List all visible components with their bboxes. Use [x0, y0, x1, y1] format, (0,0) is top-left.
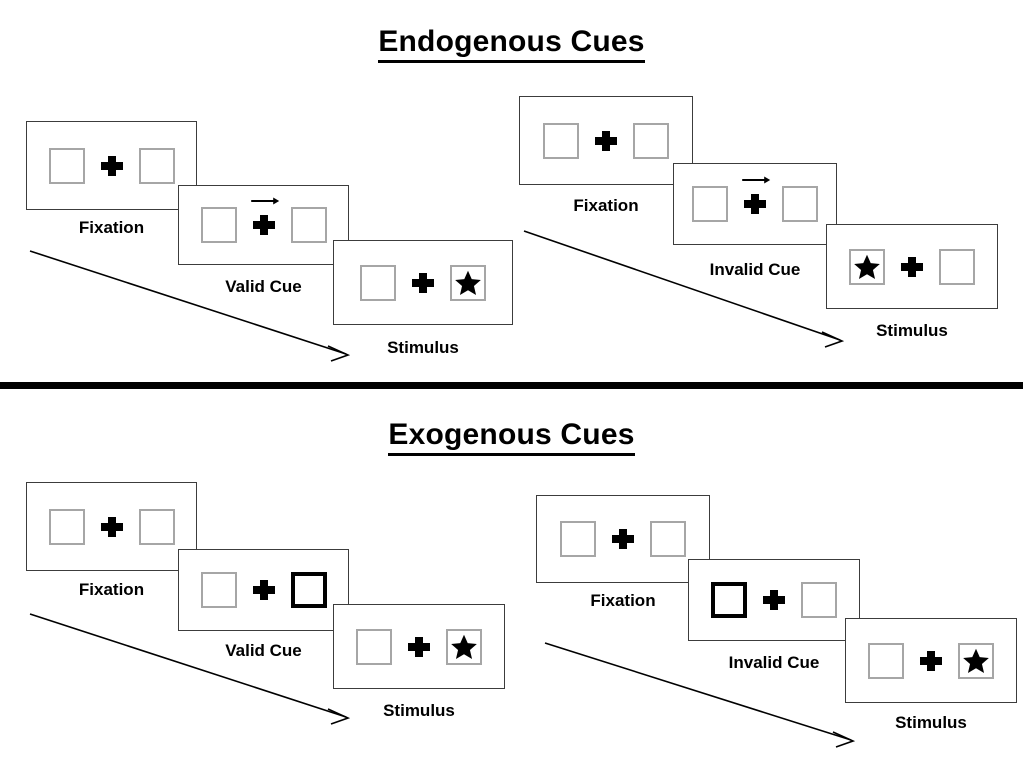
caption-endogenous-invalid-fixation: Fixation — [573, 196, 639, 215]
plus-icon — [100, 153, 123, 179]
star-icon — [451, 634, 477, 659]
section-title-exogenous-text: Exogenous Cues — [388, 418, 635, 456]
plus-icon — [901, 254, 923, 280]
diagonal-arrow-icon — [29, 250, 351, 362]
caption-endogenous-invalid-cue: Invalid Cue — [709, 260, 801, 279]
caption-exogenous-valid-stimulus: Stimulus — [383, 701, 455, 720]
stimulus-box-right — [939, 248, 975, 285]
section-title-endogenous: Endogenous Cues — [0, 25, 1023, 63]
stimulus-box-left — [360, 264, 396, 301]
plus-icon — [920, 648, 942, 674]
stimulus-box-left — [200, 572, 237, 608]
section-title-endogenous-text: Endogenous Cues — [378, 25, 645, 63]
stimulus-box-right — [801, 582, 837, 618]
star-icon — [963, 648, 989, 673]
plus-icon — [412, 270, 434, 296]
caption-endogenous-invalid-stimulus: Stimulus — [876, 321, 948, 340]
plus-icon — [252, 577, 275, 603]
section-title-exogenous: Exogenous Cues — [0, 418, 1023, 456]
stimulus-box-right — [782, 186, 818, 222]
panel-endogenous-invalid-cue — [673, 163, 837, 245]
stimulus-box-left — [560, 521, 596, 557]
stimulus-box-right — [650, 521, 686, 557]
caption-exogenous-invalid-cue: Invalid Cue — [728, 653, 820, 672]
caption-endogenous-valid-cue: Valid Cue — [225, 277, 302, 296]
caption-exogenous-invalid-fixation: Fixation — [590, 591, 656, 610]
caption-endogenous-valid-stimulus: Stimulus — [387, 338, 459, 357]
stimulus-box-left — [868, 642, 904, 679]
stimulus-box-right — [446, 628, 482, 665]
plus-icon — [763, 587, 785, 613]
plus-icon — [408, 634, 430, 660]
panel-endogenous-valid-stimulus — [333, 240, 513, 325]
stimulus-box-right — [633, 122, 669, 159]
plus-icon — [595, 128, 617, 154]
section-divider — [0, 382, 1023, 389]
plus-icon — [100, 514, 123, 540]
panel-exogenous-valid-cue — [178, 549, 349, 631]
stimulus-box-right — [450, 264, 486, 301]
panel-exogenous-invalid-stimulus — [845, 618, 1017, 703]
panel-exogenous-valid-stimulus — [333, 604, 505, 689]
stimulus-box-right — [958, 642, 994, 679]
caption-endogenous-valid-fixation: Fixation — [78, 218, 145, 237]
stimulus-box-left — [543, 122, 579, 159]
stimulus-box-right — [138, 147, 175, 184]
caption-exogenous-invalid-stimulus: Stimulus — [895, 713, 967, 732]
caption-exogenous-valid-cue: Valid Cue — [225, 641, 302, 660]
stimulus-box-left — [849, 248, 885, 285]
stimulus-box-left — [356, 628, 392, 665]
panel-endogenous-valid-fixation — [26, 121, 197, 210]
panel-exogenous-valid-fixation — [26, 482, 197, 571]
stimulus-box-left-cued — [711, 582, 747, 618]
stimulus-box-left — [48, 508, 85, 545]
plus-icon — [250, 197, 279, 238]
plus-icon — [742, 176, 771, 217]
panel-endogenous-invalid-stimulus — [826, 224, 998, 309]
right-arrow-icon — [742, 176, 771, 184]
panel-exogenous-invalid-fixation — [536, 495, 710, 583]
stimulus-box-right — [290, 207, 327, 243]
caption-exogenous-valid-fixation: Fixation — [78, 580, 145, 599]
stimulus-box-right-cued — [290, 572, 327, 608]
diagonal-arrow-icon — [523, 230, 845, 348]
stimulus-box-left — [200, 207, 237, 243]
plus-icon — [612, 526, 634, 552]
right-arrow-icon — [250, 197, 279, 205]
panel-endogenous-invalid-fixation — [519, 96, 693, 185]
panel-exogenous-invalid-cue — [688, 559, 860, 641]
star-icon — [455, 270, 481, 295]
stimulus-box-right — [138, 508, 175, 545]
stimulus-box-left — [692, 186, 728, 222]
star-icon — [854, 254, 880, 279]
panel-endogenous-valid-cue — [178, 185, 349, 265]
stimulus-box-left — [48, 147, 85, 184]
